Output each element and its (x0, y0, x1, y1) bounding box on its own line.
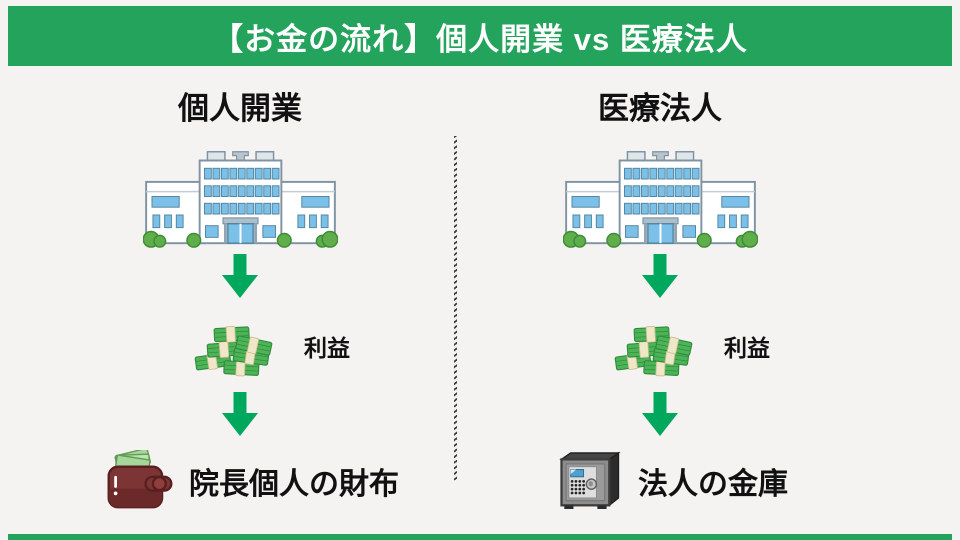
money-stack-icon (188, 314, 292, 378)
down-arrow-icon (642, 254, 678, 299)
profit-row: 利益 (30, 314, 450, 378)
profit-row: 利益 (450, 314, 870, 378)
page-title: 【お金の流れ】個人開業 vs 医療法人 (212, 21, 748, 57)
profit-label: 利益 (304, 335, 350, 362)
destination-label: 法人の金庫 (638, 467, 788, 501)
down-arrow-icon (222, 392, 258, 437)
destination-label: 院長個人の財布 (189, 467, 399, 501)
profit-label: 利益 (724, 335, 770, 362)
destination-row: 法人の金庫 (556, 450, 788, 511)
money-stack-icon (608, 314, 712, 378)
down-arrow-icon (642, 392, 678, 437)
column-title: 個人開業 (178, 91, 302, 126)
footer-bar (8, 534, 952, 540)
destination-row: 院長個人の財布 (105, 448, 399, 511)
down-arrow-icon (222, 254, 258, 299)
column-title: 医療法人 (598, 91, 722, 126)
column-private-practice: 個人開業 (30, 90, 450, 511)
column-divider-dashed-line (454, 136, 457, 482)
wallet-icon (105, 448, 175, 511)
column-medical-corporation: 医療法人 (450, 90, 870, 511)
header-bar: 【お金の流れ】個人開業 vs 医療法人 (8, 6, 952, 66)
safe-icon (556, 450, 624, 511)
hospital-building-icon (561, 143, 759, 250)
hospital-building-icon (141, 143, 339, 250)
